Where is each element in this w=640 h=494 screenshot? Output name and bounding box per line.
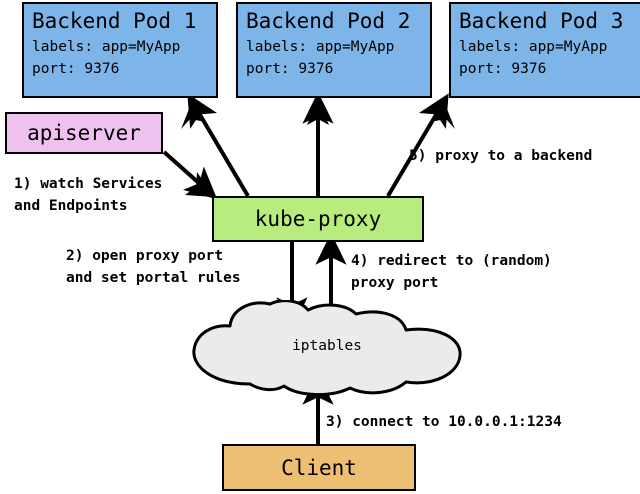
arrowhead-pod1 xyxy=(181,99,206,129)
pod-3-title: Backend Pod 3 xyxy=(459,9,624,33)
arrowhead-kubeproxy xyxy=(185,172,214,197)
step-1-label-line1: 1) watch Services xyxy=(14,176,163,192)
apiserver-node[interactable]: apiserver xyxy=(5,112,163,154)
backend-pod-2[interactable]: Backend Pod 2 labels: app=MyApp port: 93… xyxy=(236,2,432,98)
arrowhead-pod2 xyxy=(307,99,329,125)
pod-2-title: Backend Pod 2 xyxy=(246,9,411,33)
pod-2-port: port: 9376 xyxy=(246,61,334,77)
step-4-label-line1: 4) redirect to (random) xyxy=(351,253,552,269)
pod-3-labels: labels: app=MyApp xyxy=(459,39,608,55)
iptables-cloud xyxy=(186,299,468,398)
pod-1-labels: labels: app=MyApp xyxy=(32,39,181,55)
pod-1-title: Backend Pod 1 xyxy=(32,9,197,33)
pod-3-port: port: 9376 xyxy=(459,61,547,77)
pod-1-port: port: 9376 xyxy=(32,61,120,77)
arrowhead-pod3 xyxy=(430,99,455,129)
apiserver-label: apiserver xyxy=(27,121,141,145)
backend-pod-3[interactable]: Backend Pod 3 labels: app=MyApp port: 93… xyxy=(449,2,640,98)
pod-2-labels: labels: app=MyApp xyxy=(246,39,395,55)
step-3-label: 3) connect to 10.0.0.1:1234 xyxy=(326,414,562,430)
cloud-shape xyxy=(192,299,462,397)
step-1-label-line2: and Endpoints xyxy=(14,198,128,214)
backend-pod-1[interactable]: Backend Pod 1 labels: app=MyApp port: 93… xyxy=(22,2,218,98)
step-4-label-line2: proxy port xyxy=(351,275,439,291)
client-node[interactable]: Client xyxy=(222,444,416,491)
kube-proxy-label: kube-proxy xyxy=(254,207,382,231)
iptables-label: iptables xyxy=(292,338,362,354)
step-5-label: 5) proxy to a backend xyxy=(409,148,593,164)
client-label: Client xyxy=(281,455,357,480)
step-2-label-line1: 2) open proxy port xyxy=(66,248,224,264)
step-2-label-line2: and set portal rules xyxy=(66,270,241,286)
